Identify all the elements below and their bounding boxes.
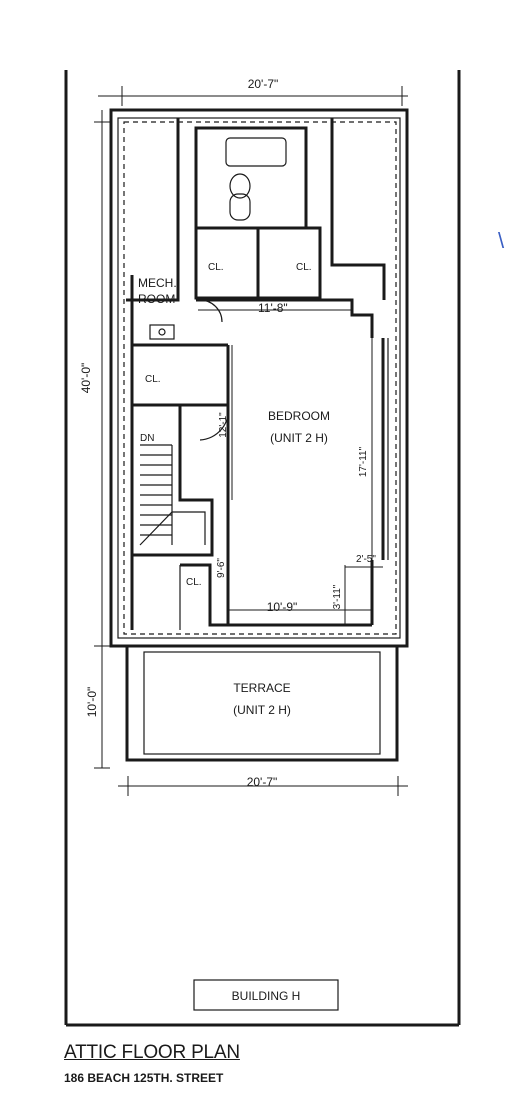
stair xyxy=(139,444,206,546)
page-title: ATTIC FLOOR PLAN xyxy=(64,1042,240,1063)
stair-down-label: DN xyxy=(140,433,154,444)
closet-label-right: CL. xyxy=(296,262,312,273)
dimension-terrace-depth: 10'-0" xyxy=(85,687,99,718)
bedroom-label: BEDROOM xyxy=(268,409,330,423)
sheet-border xyxy=(64,70,461,1027)
mech-room-label-line2: ROOM xyxy=(138,292,175,306)
lower-closet xyxy=(179,563,228,630)
bedroom-unit-label: (UNIT 2 H) xyxy=(270,431,328,445)
dimension-right-jog-depth: 3'-11" xyxy=(332,584,343,609)
dimension-bedroom-depth: 17'-11" xyxy=(358,446,369,477)
terrace-label: TERRACE xyxy=(233,681,290,695)
closet-label-lower: CL. xyxy=(186,577,202,588)
roof-line xyxy=(123,121,397,635)
terrace-unit-label: (UNIT 2 H) xyxy=(233,703,291,717)
dimension-overall-width-top: 20'-7" xyxy=(248,77,279,91)
dimension-lines xyxy=(94,86,408,796)
dimension-lower-left: 9'-6" xyxy=(216,558,227,578)
dimension-right-jog-width: 2'-5" xyxy=(356,554,376,565)
margin-pen-mark: \ xyxy=(498,228,505,253)
bedroom-walls xyxy=(196,298,389,627)
dimension-overall-depth: 40'-0" xyxy=(79,363,93,394)
building-label: BUILDING H xyxy=(232,989,301,1003)
dimension-stair-side: 12'-1" xyxy=(218,412,229,438)
mech-room-label-line1: MECH. xyxy=(138,276,177,290)
dimension-overall-width-bottom: 20'-7" xyxy=(247,775,278,789)
left-rooms xyxy=(130,275,230,630)
terrace-outline xyxy=(125,644,399,762)
building-label-box xyxy=(193,979,339,1011)
closet-label-mid: CL. xyxy=(145,374,161,385)
dimension-bedroom-width-top: 11'-8" xyxy=(258,301,288,315)
dimension-bedroom-width-bottom: 10'-9" xyxy=(267,600,298,614)
closet-label-left: CL. xyxy=(208,262,224,273)
bathroom-core xyxy=(126,118,386,302)
address-subtitle: 186 BEACH 125TH. STREET xyxy=(64,1071,224,1085)
